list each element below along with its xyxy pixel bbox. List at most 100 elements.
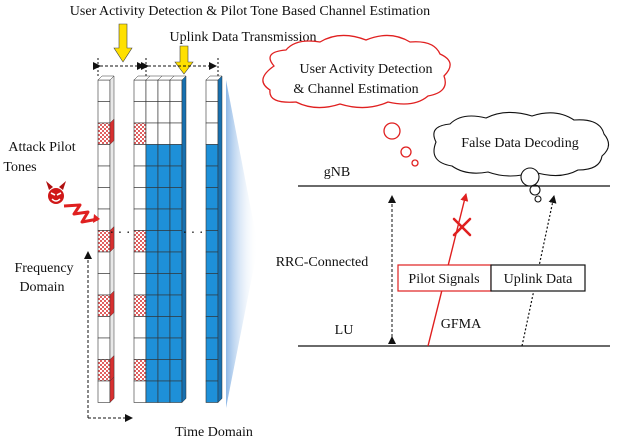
data-resource-cell xyxy=(145,316,159,339)
red-x-icon xyxy=(452,217,472,237)
data-resource-cell xyxy=(145,251,159,274)
span-indicators xyxy=(93,58,219,76)
pilot-resource-cell xyxy=(133,208,147,231)
pilot-signals-box xyxy=(397,264,492,292)
frequency-label: Frequency xyxy=(14,261,73,276)
uplink-data-box xyxy=(490,264,586,292)
false-decoding-text: False Data Decoding xyxy=(461,136,578,151)
data-resource-cell xyxy=(205,187,219,210)
grid-ellipsis-right: · · · xyxy=(183,226,204,241)
pilot-resource-cell xyxy=(133,251,147,274)
domain-label: Domain xyxy=(19,280,64,295)
data-resource-cell xyxy=(205,359,219,382)
data-resource-cell xyxy=(169,101,183,124)
lightning-bolt-icon xyxy=(63,203,100,224)
data-resource-cell xyxy=(157,165,171,188)
data-resource-cell xyxy=(205,165,219,188)
data-resource-cell xyxy=(205,316,219,339)
lu-label: LU xyxy=(335,323,354,338)
cloud-text-line2: & Channel Estimation xyxy=(293,82,418,97)
data-resource-cell xyxy=(205,144,219,167)
pilot-cell-side xyxy=(109,376,115,403)
grid-ellipsis-left: · · · xyxy=(110,226,131,241)
data-resource-cell xyxy=(157,101,171,124)
data-resource-cell xyxy=(205,79,219,102)
data-resource-cell xyxy=(145,79,159,102)
data-resource-cell xyxy=(157,316,171,339)
data-resource-cell xyxy=(145,230,159,253)
tones-label: Tones xyxy=(3,160,36,175)
data-resource-cell xyxy=(157,337,171,360)
data-resource-cell xyxy=(157,230,171,253)
data-resource-cell xyxy=(157,294,171,317)
pilot-resource-cell xyxy=(133,316,147,339)
data-resource-cell xyxy=(205,380,219,403)
data-resource-cell xyxy=(157,187,171,210)
data-resource-cell xyxy=(169,122,183,145)
pilot-resource-cell xyxy=(133,122,147,145)
data-resource-cell xyxy=(145,337,159,360)
data-resource-cell xyxy=(205,230,219,253)
cell-column-top xyxy=(169,75,187,81)
data-resource-cell xyxy=(205,122,219,145)
pilot-resource-cell xyxy=(97,337,111,360)
pilot-resource-cell xyxy=(133,337,147,360)
data-resource-cell xyxy=(145,294,159,317)
data-resource-cell xyxy=(169,294,183,317)
uplink-data-label: Uplink Data xyxy=(504,272,574,287)
pilot-resource-cell xyxy=(97,359,111,382)
top-title: User Activity Detection & Pilot Tone Bas… xyxy=(70,4,430,19)
pilot-resource-cell xyxy=(97,79,111,102)
data-resource-cell xyxy=(169,187,183,210)
data-resource-cell xyxy=(169,230,183,253)
pilot-signals-label: Pilot Signals xyxy=(408,272,479,287)
data-resource-cell xyxy=(157,251,171,274)
data-resource-cell xyxy=(145,165,159,188)
data-resource-cell xyxy=(205,251,219,274)
pilot-resource-cell xyxy=(97,144,111,167)
data-resource-cell xyxy=(145,187,159,210)
data-resource-cell xyxy=(169,144,183,167)
pilot-cell-side xyxy=(109,118,115,145)
attack-pilot-label: Attack Pilot xyxy=(8,140,75,155)
pilot-resource-cell xyxy=(97,187,111,210)
pilot-cell-side xyxy=(109,290,115,317)
pilot-resource-cell xyxy=(97,165,111,188)
data-resource-cell xyxy=(157,79,171,102)
uplink-transmission-label: Uplink Data Transmission xyxy=(169,30,316,45)
data-resource-cell xyxy=(157,359,171,382)
data-resource-cell xyxy=(169,316,183,339)
pilot-cell-side xyxy=(109,355,115,382)
data-resource-cell xyxy=(145,380,159,403)
data-resource-cell xyxy=(169,359,183,382)
data-resource-cell xyxy=(205,273,219,296)
cell-column-top xyxy=(97,75,115,81)
data-resource-cell xyxy=(205,337,219,360)
pilot-resource-cell xyxy=(133,79,147,102)
pilot-resource-cell xyxy=(133,273,147,296)
data-resource-cell xyxy=(169,337,183,360)
devil-face-icon xyxy=(46,181,66,204)
cell-column-side xyxy=(217,75,223,404)
data-resource-cell xyxy=(169,208,183,231)
projection-beam xyxy=(226,80,258,408)
data-resource-cell xyxy=(157,122,171,145)
data-resource-cell xyxy=(205,294,219,317)
pilot-resource-cell xyxy=(133,101,147,124)
data-resource-cell xyxy=(169,79,183,102)
pilot-resource-cell xyxy=(97,101,111,124)
data-resource-cell xyxy=(157,144,171,167)
pilot-resource-cell xyxy=(97,294,111,317)
pilot-resource-cell xyxy=(133,294,147,317)
pilot-resource-cell xyxy=(133,230,147,253)
pilot-resource-cell xyxy=(97,380,111,403)
data-resource-cell xyxy=(169,165,183,188)
resource-grid xyxy=(97,75,223,404)
rrc-connected-label: RRC-Connected xyxy=(276,255,369,270)
pilot-cell-side xyxy=(109,226,115,253)
pilot-resource-cell xyxy=(97,273,111,296)
pilot-resource-cell xyxy=(97,208,111,231)
pilot-resource-cell xyxy=(133,359,147,382)
data-resource-cell xyxy=(169,273,183,296)
